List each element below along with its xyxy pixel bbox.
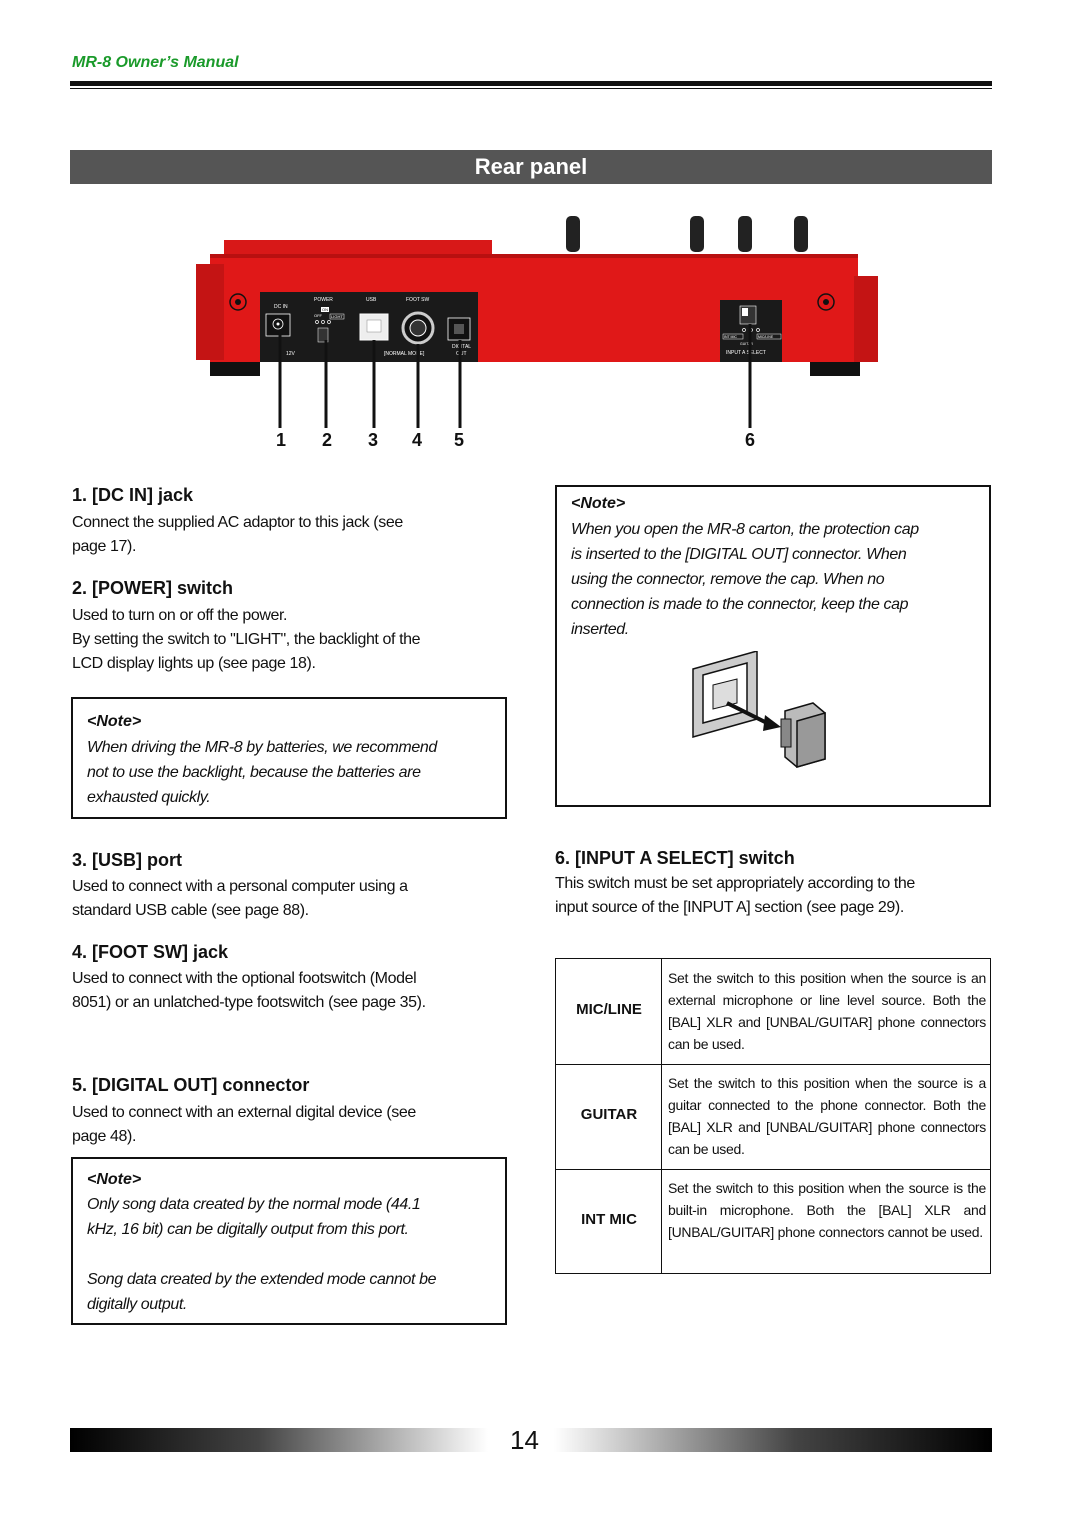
table-row-label: GUITAR bbox=[580, 1106, 638, 1123]
power-note-text: When driving the MR-8 by batteries, we r… bbox=[87, 739, 437, 806]
header-rule bbox=[70, 81, 992, 86]
int-mic-label: INT MIC bbox=[724, 335, 737, 339]
callout-3: 3 bbox=[368, 430, 379, 450]
v12-label: 12V bbox=[286, 351, 296, 357]
cap-note-text: When you open the MR-8 carton, the prote… bbox=[571, 521, 919, 638]
input-a-heading: 6. [INPUT A SELECT] switch bbox=[555, 848, 795, 868]
page-number: 14 bbox=[510, 1425, 539, 1455]
table-row: INT MIC Set the switch to this position … bbox=[556, 1169, 990, 1274]
input-select-table: MIC/LINE Set the switch to this position… bbox=[555, 958, 991, 1274]
table-row: GUITAR Set the switch to this position w… bbox=[556, 1064, 990, 1169]
digital-note-box: <Note> Only song data created by the nor… bbox=[71, 1157, 507, 1325]
callout-1: 1 bbox=[276, 430, 287, 450]
usb-heading: 3. [USB] port bbox=[72, 850, 182, 870]
digital-out-heading: 5. [DIGITAL OUT] connector bbox=[72, 1075, 310, 1095]
power-heading: 2. [POWER] switch bbox=[72, 578, 234, 598]
mic-line-label: MIC/LINE bbox=[758, 335, 774, 339]
table-row-label: MIC/LINE bbox=[576, 1001, 642, 1018]
power-text-2: By setting the switch to "LIGHT", the ba… bbox=[72, 631, 421, 672]
normal-mode-label: [NORMAL MODE] bbox=[384, 351, 425, 357]
dc-in-text: Connect the supplied AC adaptor to this … bbox=[72, 514, 403, 555]
table-row-text: Set the switch to this position when the… bbox=[668, 1075, 986, 1157]
usb-label: USB bbox=[366, 297, 377, 303]
callout-4: 4 bbox=[412, 430, 423, 450]
dc-in-label: DC IN bbox=[274, 304, 288, 310]
table-row-text: Set the switch to this position when the… bbox=[668, 1180, 986, 1240]
light-label: LIGHT bbox=[331, 314, 343, 319]
table-row-label: INT MIC bbox=[581, 1211, 637, 1228]
digital-note-text-1: Only song data created by the normal mod… bbox=[87, 1196, 421, 1238]
footer-gradient-bars bbox=[70, 1428, 992, 1452]
cap-note-title: <Note> bbox=[571, 495, 626, 512]
table-row-divider bbox=[556, 1064, 990, 1065]
callout-5: 5 bbox=[454, 430, 465, 450]
power-note-box: <Note> When driving the MR-8 by batterie… bbox=[71, 697, 507, 819]
digital-out-text: Used to connect with an external digital… bbox=[72, 1104, 416, 1145]
cap-note-box: <Note> When you open the MR-8 carton, th… bbox=[555, 485, 991, 807]
table-row: MIC/LINE Set the switch to this position… bbox=[556, 959, 990, 1064]
callout-2: 2 bbox=[322, 430, 333, 450]
manual-title: MR-8 Owner’s Manual bbox=[72, 54, 239, 71]
table-row-divider bbox=[556, 1169, 990, 1170]
usb-text: Used to connect with a personal computer… bbox=[72, 878, 408, 919]
section-title: Rear panel bbox=[70, 150, 992, 184]
foot-sw-text: Used to connect with the optional footsw… bbox=[72, 970, 426, 1011]
foot-sw-label: FOOT SW bbox=[406, 297, 430, 303]
protection-cap-illustration bbox=[692, 651, 826, 768]
power-label: POWER bbox=[314, 297, 333, 303]
power-note-title: <Note> bbox=[87, 713, 142, 730]
dc-in-heading: 1. [DC IN] jack bbox=[72, 485, 194, 505]
digital-label: DIGITAL bbox=[452, 344, 471, 350]
rear-panel-illustration: DC IN POWER USB FOOT SW OFF ON LIGHT 12V… bbox=[196, 216, 878, 428]
input-a-text: This switch must be set appropriately ac… bbox=[555, 875, 915, 916]
power-text-1: Used to turn on or off the power. bbox=[72, 607, 288, 624]
input-a-select-label: INPUT A SELECT bbox=[726, 350, 766, 356]
callout-6: 6 bbox=[745, 430, 756, 450]
table-row-text: Set the switch to this position when the… bbox=[668, 970, 986, 1052]
header-rule-thin bbox=[70, 88, 992, 89]
digital-note-text-2: Song data created by the extended mode c… bbox=[87, 1271, 437, 1313]
guitar-label: GUITAR bbox=[740, 342, 753, 346]
digital-note-title: <Note> bbox=[87, 1171, 142, 1188]
on-label: ON bbox=[322, 307, 328, 312]
off-label: OFF bbox=[314, 313, 323, 318]
foot-sw-heading: 4. [FOOT SW] jack bbox=[72, 942, 229, 962]
table-column-divider bbox=[661, 959, 662, 1273]
